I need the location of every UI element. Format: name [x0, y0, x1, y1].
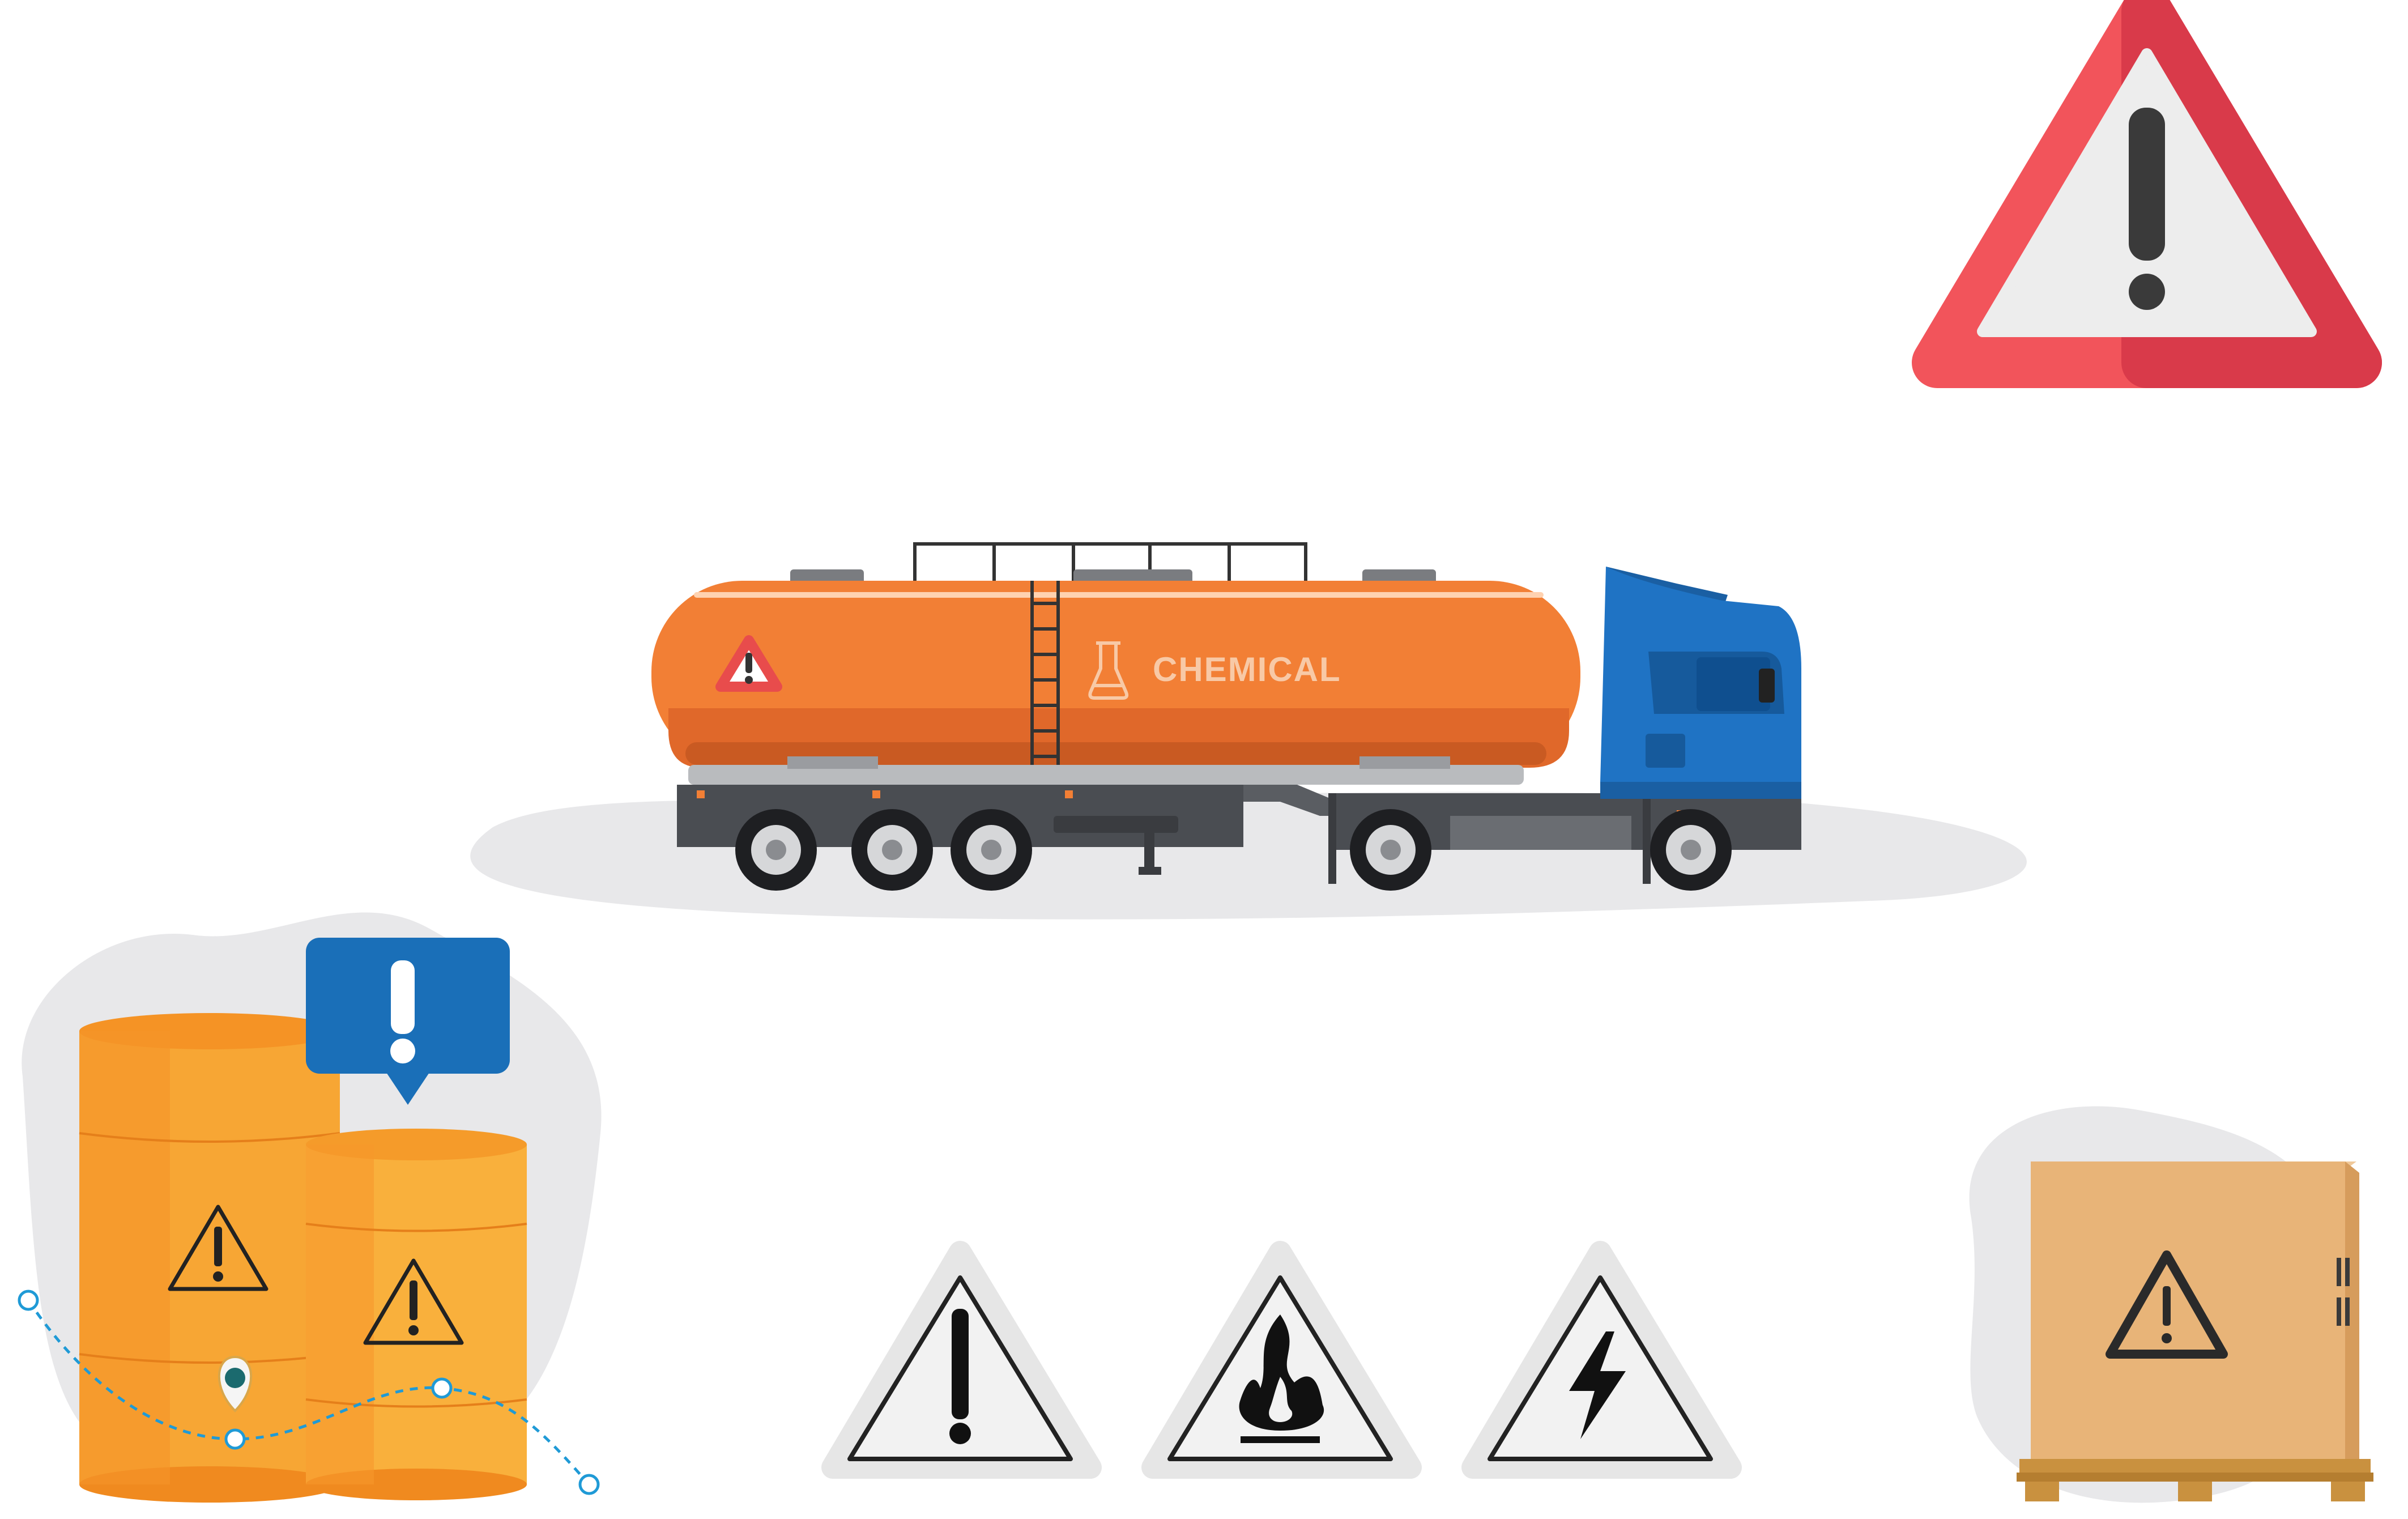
- small-barrel-warning-icon: [363, 1258, 464, 1345]
- route-path: [18, 1290, 600, 1495]
- hazard-barrels: [18, 912, 602, 1503]
- tank-label: CHEMICAL: [1153, 650, 1341, 688]
- large-barrel-warning-icon: [168, 1205, 268, 1291]
- tank-warning-triangle-icon: [715, 635, 782, 692]
- tank-top-rail: [913, 542, 1307, 581]
- alert-bubble-icon: [306, 938, 510, 1105]
- tractor-wheels: [1350, 809, 1732, 891]
- chemical-tank: [651, 581, 1580, 768]
- truck-cab: [1600, 567, 1801, 799]
- tanker-truck: CHEMICAL: [470, 542, 2027, 920]
- this-side-up-icon: [2337, 1258, 2350, 1326]
- flammable-sign-icon: [1141, 1241, 1422, 1479]
- general-warning-sign-icon: [821, 1241, 1102, 1479]
- high-voltage-sign-icon: [1461, 1241, 1742, 1479]
- large-warning-triangle-icon: [1912, 0, 2382, 388]
- chemical-flask-icon: [1088, 641, 1129, 700]
- small-barrel: [305, 1129, 527, 1500]
- trailer-wheels: [735, 809, 1032, 891]
- large-barrel: [79, 1013, 340, 1503]
- hazard-box-on-pallet: [1969, 1106, 2373, 1503]
- box-warning-triangle-icon: [2106, 1250, 2228, 1359]
- tank-ladder: [1030, 581, 1060, 771]
- location-pin-icon: [218, 1355, 253, 1412]
